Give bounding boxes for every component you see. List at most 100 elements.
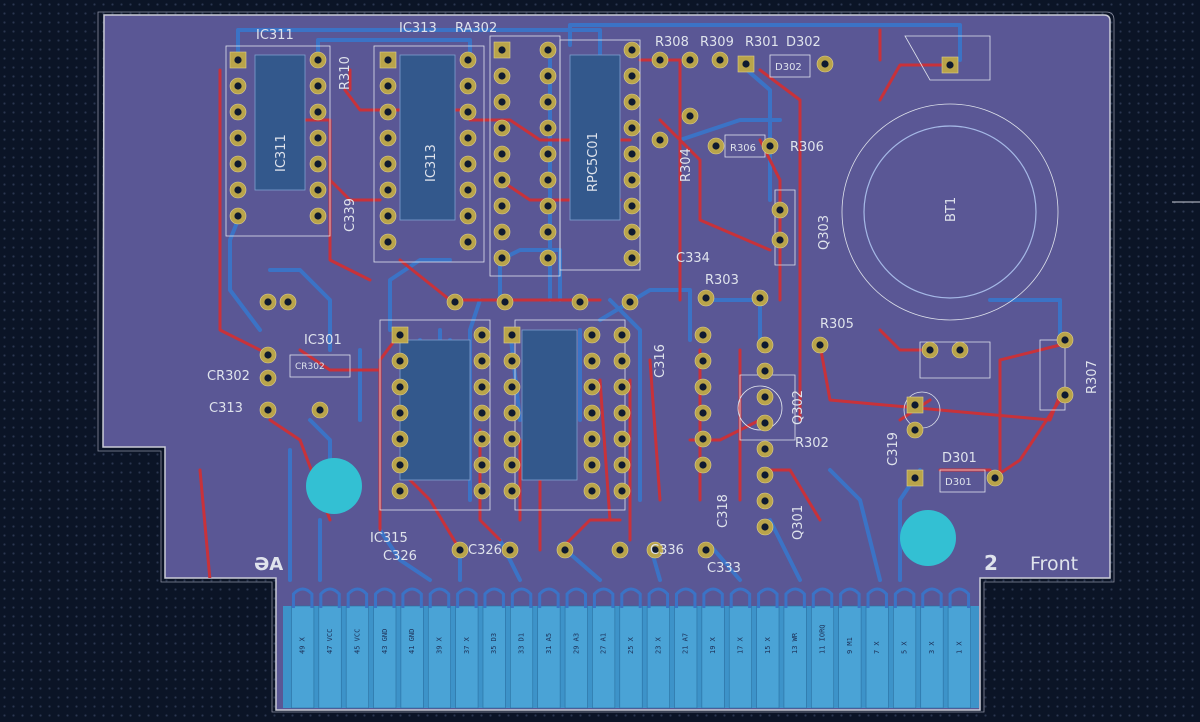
edge-finger-1[interactable]: 1 X	[947, 587, 971, 709]
edge-finger-5[interactable]: 5 X	[893, 587, 917, 709]
pad-drill-hole	[576, 298, 584, 306]
edge-finger-23[interactable]: 23 X	[646, 587, 670, 709]
edge-finger-pad	[345, 605, 369, 709]
pad-drill-hole	[616, 546, 624, 554]
edge-pin-label: 27 A1	[600, 633, 608, 654]
pad-drill-hole	[588, 331, 596, 339]
edge-finger-29[interactable]: 29 A3	[564, 587, 588, 709]
pad-drill-hole	[544, 202, 552, 210]
edge-pin-label: 29 A3	[572, 633, 580, 654]
pad-drill-hole	[618, 435, 626, 443]
label-d301: D301	[942, 451, 977, 466]
pad-drill-hole	[501, 298, 509, 306]
pad-drill-hole	[628, 46, 636, 54]
pad-drill-hole	[911, 426, 919, 434]
silkscreen-outlines	[225, 35, 1066, 511]
pad-drill-hole	[464, 82, 472, 90]
pad-drill-hole	[702, 546, 710, 554]
edge-finger-39[interactable]: 39 X	[427, 587, 451, 709]
edge-finger-25[interactable]: 25 X	[619, 587, 643, 709]
edge-finger-41[interactable]: 41 GND	[400, 587, 424, 709]
edge-finger-pad	[619, 605, 643, 709]
pad-drill-hole	[234, 160, 242, 168]
edge-finger-trace	[456, 587, 478, 608]
pad-drill-hole	[628, 150, 636, 158]
pad-drill-hole	[464, 134, 472, 142]
pad-drill-hole	[478, 435, 486, 443]
label-ic313-top: IC313	[399, 21, 437, 36]
edge-finger-trace	[675, 587, 697, 608]
pad-drill-hole	[628, 254, 636, 262]
pad-drill-hole	[396, 383, 404, 391]
edge-finger-45[interactable]: 45 VCC	[345, 587, 369, 709]
pad-drill-hole	[478, 331, 486, 339]
pad-drill-hole	[396, 461, 404, 469]
edge-pin-label: 1 X	[955, 641, 963, 654]
edge-finger-35[interactable]: 35 D3	[482, 587, 506, 709]
pad-drill-hole	[911, 474, 919, 482]
edge-finger-trace	[757, 587, 779, 608]
edge-finger-27[interactable]: 27 A1	[592, 587, 616, 709]
pad-drill-hole	[699, 331, 707, 339]
pad-drill-hole	[544, 228, 552, 236]
edge-pin-label: 21 A7	[682, 633, 690, 654]
edge-finger-31[interactable]: 31 A5	[537, 587, 561, 709]
edge-finger-trace	[729, 587, 752, 608]
pad-drill-hole	[946, 61, 954, 69]
pad-drill-hole	[234, 108, 242, 116]
edge-finger-trace	[784, 587, 806, 608]
edge-finger-pad	[947, 605, 971, 709]
pad-drill-hole	[712, 142, 720, 150]
pad-drill-hole	[456, 546, 464, 554]
pad-drill-hole	[628, 228, 636, 236]
pad-drill-hole	[742, 60, 750, 68]
battery-cr2032-outline	[863, 125, 1037, 299]
edge-finger-11[interactable]: 11 IORQ	[811, 587, 835, 709]
edge-finger-pad	[920, 605, 944, 709]
mounting-hole-left[interactable]	[306, 458, 362, 514]
label-c326: C326	[383, 549, 417, 564]
pad-drill-hole	[588, 409, 596, 417]
pad-drill-hole	[498, 124, 506, 132]
pad-drill-hole	[699, 461, 707, 469]
pad-drill-hole	[699, 435, 707, 443]
edge-finger-49[interactable]: 49 X	[291, 587, 315, 709]
pad-drill-hole	[911, 401, 919, 409]
pad-drill-hole	[618, 409, 626, 417]
pad-drill-hole	[508, 461, 516, 469]
pad-drill-hole	[544, 254, 552, 262]
pad-drill-hole	[498, 202, 506, 210]
pad-drill-hole	[508, 435, 516, 443]
pad-drill-hole	[761, 419, 769, 427]
edge-finger-21[interactable]: 21 A7	[674, 587, 698, 709]
edge-finger-13[interactable]: 13 WR	[783, 587, 807, 709]
edge-finger-17[interactable]: 17 X	[728, 587, 752, 709]
label-ic301: IC301	[304, 333, 342, 348]
edge-finger-trace	[428, 587, 451, 608]
edge-finger-pad	[318, 605, 342, 709]
edge-finger-19[interactable]: 19 X	[701, 587, 725, 709]
pad-drill-hole	[761, 497, 769, 505]
pad-drill-hole	[234, 212, 242, 220]
edge-finger-9[interactable]: 9 M1	[838, 587, 862, 709]
label-cr302: CR302	[207, 369, 250, 384]
pad-drill-hole	[618, 357, 626, 365]
edge-finger-pad	[427, 605, 451, 709]
pad-drill-hole	[498, 150, 506, 158]
pad-drill-hole	[506, 546, 514, 554]
edge-finger-37[interactable]: 37 X	[455, 587, 479, 709]
edge-finger-trace	[620, 587, 642, 608]
pad-drill-hole	[588, 435, 596, 443]
label-d302: D302	[786, 35, 821, 50]
edge-finger-15[interactable]: 15 X	[756, 587, 780, 709]
edge-finger-7[interactable]: 7 X	[865, 587, 889, 709]
edge-finger-43[interactable]: 43 GND	[373, 587, 397, 709]
edge-pin-label: 25 X	[627, 636, 635, 654]
edge-finger-3[interactable]: 3 X	[920, 587, 944, 709]
edge-finger-33[interactable]: 33 D1	[510, 587, 534, 709]
mounting-hole-right[interactable]	[900, 510, 956, 566]
edge-finger-47[interactable]: 47 VCC	[318, 587, 342, 709]
pad-drill-hole	[498, 46, 506, 54]
